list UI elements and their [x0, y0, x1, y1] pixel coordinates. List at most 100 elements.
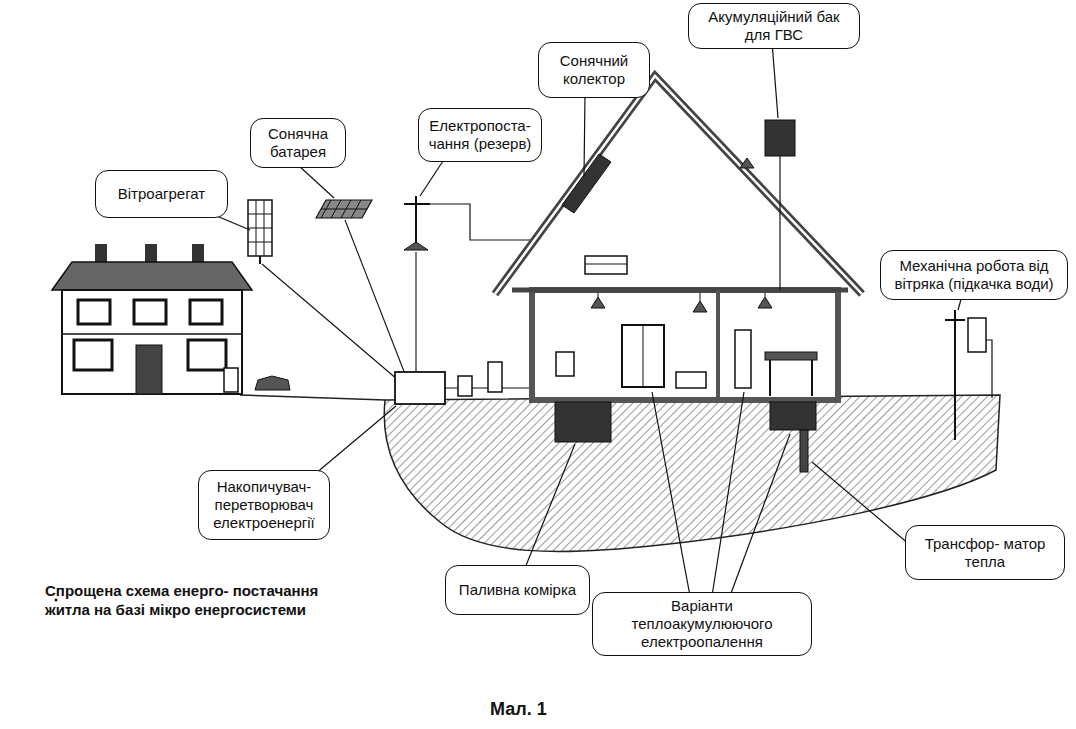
left-house [188, 340, 226, 370]
main-house [495, 76, 862, 294]
basement-units [555, 402, 611, 442]
callout-text: Сонячний колектор [546, 52, 642, 88]
main-house [716, 290, 720, 400]
figure-title: Спрощена схема енерго- постачання житла … [45, 582, 330, 620]
energy-storage-converter [395, 362, 502, 404]
wind-turbine [248, 214, 272, 215]
wind-turbine [248, 200, 272, 264]
left-house [52, 244, 252, 394]
small-items [255, 376, 290, 390]
small-items [224, 368, 290, 392]
main-house [676, 372, 706, 388]
main-house [585, 256, 627, 274]
leader-line [812, 462, 910, 545]
energy-storage-converter [458, 376, 472, 396]
wires [262, 264, 398, 380]
main-house [693, 301, 707, 312]
callout-box: Акумуляційний бак для ГВС [688, 3, 860, 49]
main-house [740, 158, 754, 168]
wind-turbine [256, 200, 257, 256]
main-house [700, 293, 701, 301]
left-house [192, 244, 204, 264]
power-pole [430, 204, 535, 240]
callout-text: Електропоста- чання (резерв) [426, 117, 534, 153]
ground [240, 395, 1000, 552]
callout-box: Сонячна батарея [250, 118, 346, 168]
left-house [190, 300, 222, 324]
leader-line [772, 42, 778, 118]
main-house [512, 288, 848, 293]
main-house [622, 325, 664, 387]
callout-box: Трансфор- матор тепла [905, 525, 1065, 580]
leader-line [525, 444, 575, 568]
left-house [95, 244, 107, 264]
wind-pump [945, 310, 992, 440]
wind-pump [968, 318, 986, 352]
energy-storage-converter [488, 362, 502, 392]
wind-turbine [259, 256, 261, 264]
main-house [765, 352, 817, 360]
solar-battery [321, 209, 367, 210]
callout-text: Паливна комірка [459, 581, 576, 599]
wind-turbine [248, 200, 272, 256]
main-house [643, 325, 644, 387]
leader-line [298, 165, 334, 198]
main-house [532, 290, 838, 400]
callout-box: Електропоста- чання (резерв) [418, 108, 542, 162]
leader-line [730, 434, 790, 596]
left-house [62, 290, 242, 394]
leader-line [420, 158, 445, 196]
main-house [765, 120, 795, 156]
wind-pump [986, 340, 992, 398]
callout-text: Варіанти теплоакумулюючого електроопален… [600, 597, 804, 651]
wind-pump [954, 310, 956, 330]
left-house [78, 300, 110, 324]
power-pole [404, 242, 428, 250]
left-house [62, 333, 242, 335]
callout-text: Акумуляційний бак для ГВС [696, 8, 852, 44]
left-house [74, 340, 112, 370]
left-house [136, 345, 162, 394]
main-house [495, 76, 862, 400]
callout-text: Трансфор- матор тепла [913, 535, 1057, 571]
basement-units [800, 430, 808, 472]
ground [240, 395, 385, 400]
left-house [52, 262, 252, 290]
main-house [556, 352, 574, 376]
main-house [591, 297, 605, 308]
callout-box: Сонячний колектор [538, 42, 650, 98]
energy-storage-converter [395, 372, 445, 404]
main-house [735, 330, 751, 388]
leader-line [652, 392, 690, 596]
wires [345, 220, 405, 374]
callout-box: Механічна робота від вітряка (підкачка в… [880, 250, 1068, 300]
power-pole [404, 203, 430, 205]
leader-line [712, 392, 744, 596]
callout-box: Накопичувач- перетворювач електроенергії [198, 470, 330, 540]
callout-box: Варіанти теплоакумулюючого електроопален… [592, 592, 812, 656]
main-house [779, 156, 780, 290]
main-house [769, 360, 771, 396]
power-pole [404, 196, 535, 250]
wind-turbine [248, 228, 272, 229]
main-house [562, 154, 611, 213]
main-house [811, 360, 813, 396]
callout-box: Вітроагрегат [95, 170, 228, 218]
callout-text: Механічна робота від вітряка (підкачка в… [888, 257, 1060, 293]
main-house [585, 264, 627, 265]
small-items [224, 368, 238, 392]
basement-units [555, 402, 816, 472]
figure-caption: Мал. 1 [490, 698, 610, 721]
main-house [495, 76, 862, 294]
solar-battery [316, 200, 372, 218]
left-house [145, 244, 157, 264]
callout-box: Паливна комірка [445, 565, 590, 615]
solar-battery [316, 200, 372, 218]
basement-units [770, 402, 816, 430]
main-house [765, 293, 766, 297]
leader-line [315, 406, 396, 474]
